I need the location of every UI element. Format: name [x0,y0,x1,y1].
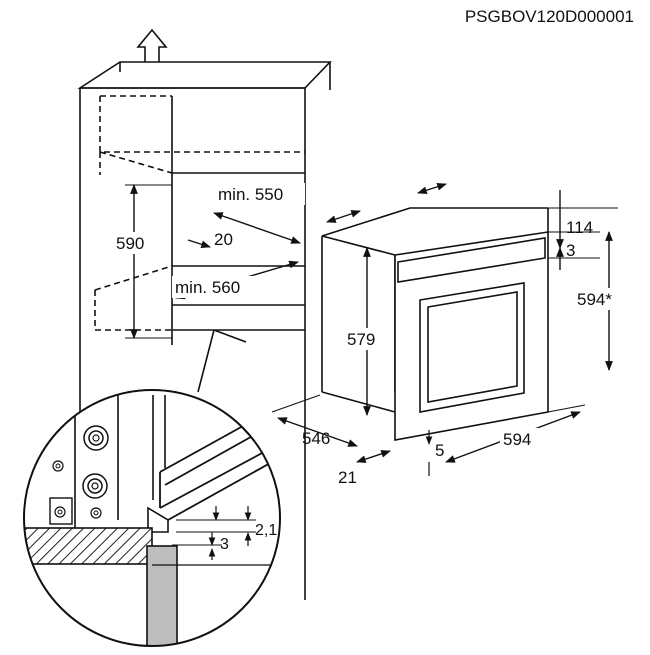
dimension-right-stack: 114 3 594* [548,190,634,371]
knob-icon [83,425,109,451]
oven-total-height-label: 594* [577,290,612,309]
detail-callout [23,329,281,647]
dimension-oven-width: 594 [445,404,586,463]
cabinet-width-label: min. 560 [175,278,240,297]
oven-depth-label: 546 [302,429,330,448]
detail-gap-lower-label: 3 [220,536,229,553]
top-gap-label: 3 [566,241,575,260]
cabinet-height-label: 590 [116,234,144,253]
oven-width-label: 594 [503,430,531,449]
dimension-gap: 20 [187,230,233,249]
knob-icon [82,473,108,499]
dimension-cabinet-height: 590 [112,184,172,339]
dimension-cabinet-width: min. 560 [172,260,299,300]
oven-height-label: 579 [347,330,375,349]
dimension-oven-depth: 546 [271,394,358,448]
dimension-oven-height: 579 [344,247,386,416]
detail-gap-upper-label: 2,1 [255,522,277,539]
dimension-detail-gaps: 2,1 3 [172,506,277,560]
gap-depth-label: 20 [214,230,233,249]
top-panel-height-label: 114 [566,218,593,237]
dimension-bottom-offset: 5 [425,430,444,476]
screw-icon [90,507,102,519]
bottom-offset-label: 5 [435,441,444,460]
cabinet-depth-label: min. 550 [218,185,283,204]
oven [321,207,549,441]
up-arrow-icon [136,28,168,65]
screw-icon [54,506,66,518]
dimension-top-depth [326,182,447,223]
dimension-cabinet-depth: min. 550 [213,183,305,244]
screw-icon [52,460,64,472]
document-code: PSGBOV120D000001 [465,7,634,26]
door-thickness-label: 21 [338,468,357,487]
dimension-door-thickness: 21 [338,450,391,487]
